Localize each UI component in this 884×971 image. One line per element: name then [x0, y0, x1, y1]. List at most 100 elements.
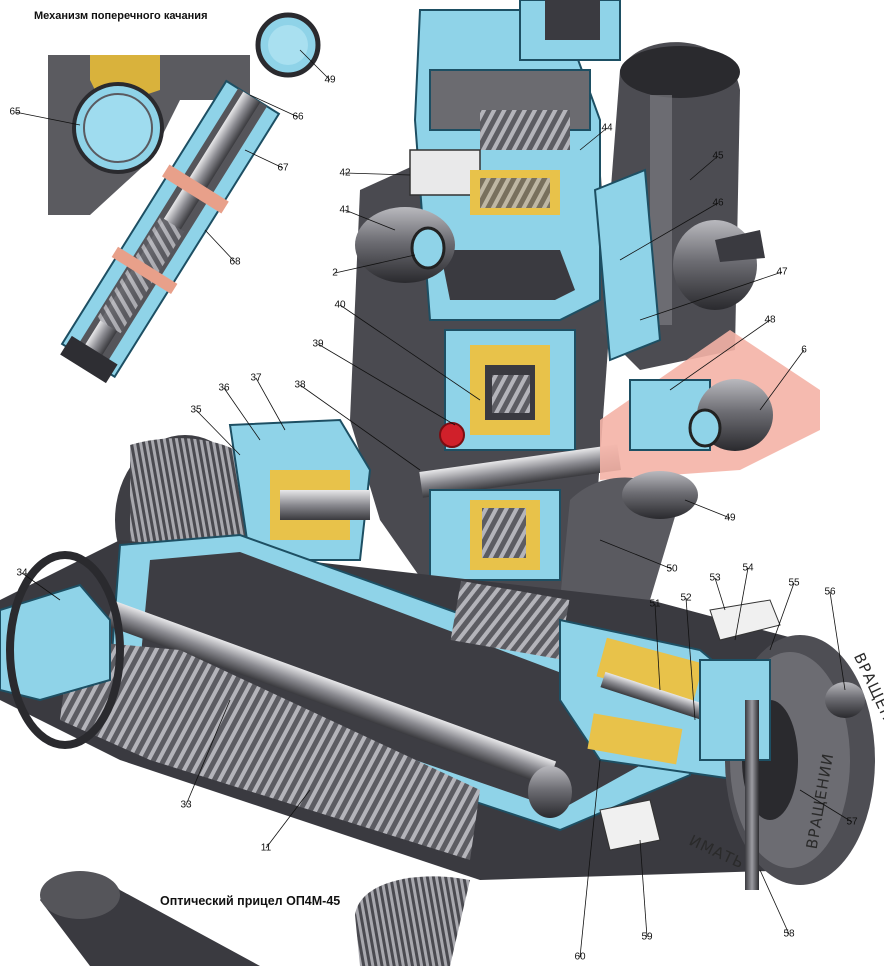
front-ring [6, 551, 124, 749]
callout-label: 49 [724, 513, 736, 524]
callout-label: 41 [339, 205, 351, 216]
callout-leader [334, 254, 416, 274]
knob-lever [715, 230, 765, 262]
callout-leader [579, 759, 601, 958]
callout-leader [344, 209, 396, 231]
callout-label: 57 [846, 817, 858, 828]
callout-label: 52 [680, 593, 692, 604]
rod-end-knob [528, 766, 572, 818]
callout-label: 39 [312, 339, 324, 350]
bottom-tube-mouth [40, 871, 120, 919]
callout-layer: 4966676568444241245464740394863736353849… [9, 49, 858, 963]
callout-leader [344, 172, 411, 176]
callout-leader [654, 603, 661, 691]
callout-leader [829, 591, 846, 691]
knurled-grip [355, 876, 470, 966]
end-cutaway-57 [699, 659, 771, 761]
callout-label: 35 [190, 405, 202, 416]
callout-leader [249, 94, 299, 118]
callout-label: 45 [712, 151, 724, 162]
callout-label: 56 [824, 587, 836, 598]
callout-leader [255, 377, 286, 431]
callout-leader [619, 202, 719, 261]
upper-screw-thread [480, 110, 570, 150]
callout-leader [204, 229, 236, 263]
end-rod-58 [745, 700, 759, 890]
inner-rod-33 [105, 600, 557, 786]
callout-leader [734, 567, 749, 641]
callout-leader [685, 597, 696, 721]
front-flange-34 [0, 583, 111, 702]
tube-interior [140, 552, 660, 810]
thread-section-11 [60, 640, 480, 860]
callout-label: 2 [332, 268, 338, 279]
cross-rod-38 [419, 444, 621, 498]
callout-label: 36 [218, 383, 230, 394]
callout-label: 6 [801, 345, 807, 356]
callout-label: 65 [9, 107, 21, 118]
inset-brass-ring-a [162, 164, 229, 214]
callout-label: 51 [649, 599, 661, 610]
brass-slider-thread [480, 178, 550, 208]
callout-label: 67 [277, 163, 289, 174]
scale-plate-53 [709, 599, 781, 641]
callout-label: 55 [788, 578, 800, 589]
callout-leader [759, 869, 790, 935]
callout-label: 54 [742, 563, 754, 574]
callout-label: 44 [601, 123, 613, 134]
callout-label: 50 [666, 564, 678, 575]
callout-label: 48 [764, 315, 776, 326]
callout-leader [799, 789, 853, 823]
callout-label: 33 [180, 800, 192, 811]
callout-leader [299, 384, 421, 471]
callout-leader [599, 539, 673, 570]
riser-mouth [620, 46, 740, 98]
callout-leader [669, 319, 771, 391]
callout-leader [689, 155, 719, 181]
inset-brass-ring-b [111, 246, 178, 295]
callout-leader [684, 499, 731, 519]
main-title: Оптический прицел ОП4М-45 [160, 894, 341, 908]
worm-gear [450, 580, 570, 660]
callout-leader [299, 49, 331, 81]
callout-leader [579, 127, 608, 151]
bracket-window-6 [688, 408, 722, 448]
end-cap-56 [825, 682, 865, 718]
callout-leader [317, 343, 456, 426]
callout-label: 34 [16, 568, 28, 579]
turret-housing [350, 9, 621, 620]
eyepiece-riser [519, 0, 820, 600]
right-brass-upper [596, 637, 704, 703]
side-boss-window-2 [410, 226, 446, 270]
callout-leader [195, 409, 241, 456]
callout-label: 53 [709, 573, 721, 584]
inset-hole-65-inner [83, 93, 153, 163]
callout-leader [265, 789, 311, 849]
callout-label: 59 [641, 932, 653, 943]
callout-leader [14, 111, 81, 126]
callout-leader [759, 349, 805, 411]
callout-leader [639, 271, 783, 321]
callout-label: 11 [261, 843, 272, 854]
right-brass-lower [587, 713, 683, 765]
callout-label: 47 [776, 267, 788, 278]
red-knob-39 [439, 422, 465, 448]
callout-label: 66 [292, 112, 304, 123]
callout-leader [339, 304, 481, 401]
inset-mechanism [48, 12, 321, 384]
lower-spring [482, 508, 526, 558]
callout-label: 38 [294, 380, 306, 391]
callout-label: 58 [783, 929, 795, 940]
scope-tube: ВРАЩЕНИИ ВРАЩЕНИИ ИМАТЬ [0, 533, 884, 890]
callout-label: 49 [324, 75, 336, 86]
dial-drum-42 [409, 149, 481, 196]
inset-top-cap-inner [268, 25, 308, 65]
gear-shaft [280, 490, 370, 520]
callout-leader [639, 839, 648, 938]
callout-label: 68 [229, 257, 241, 268]
riser-top-dark [545, 0, 600, 40]
inset-title: Механизм поперечного качания [34, 10, 208, 22]
riser-cutaway [593, 168, 662, 362]
